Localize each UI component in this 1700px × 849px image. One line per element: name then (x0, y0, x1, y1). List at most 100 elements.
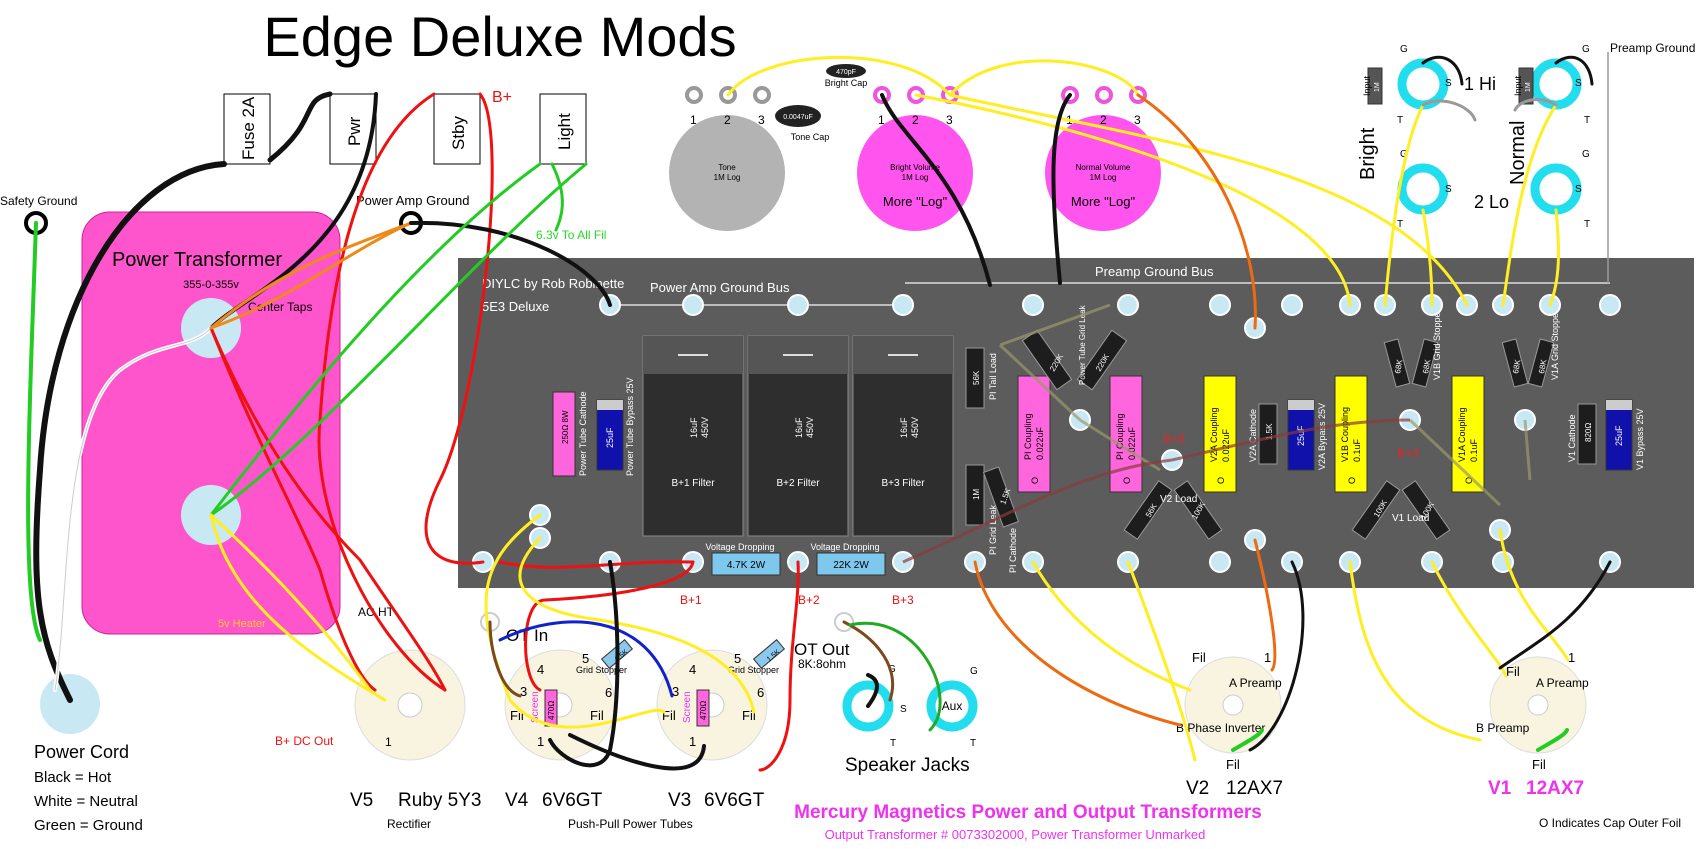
power-cord-line-2: White = Neutral (34, 793, 138, 810)
v1-bypass-label: V1 Bypass 25V (1635, 408, 1645, 470)
wire-v4-plate (548, 560, 620, 768)
standby-switch[interactable]: Stby (433, 93, 481, 165)
v4-role: Push-Pull Power Tubes (568, 817, 693, 831)
v3-type: 6V6GT (704, 790, 765, 811)
wire-jack-ground-2 (1554, 55, 1594, 86)
wire-ot-out-green (848, 621, 942, 732)
v1-cathode-label: V1 Cathode (1567, 414, 1577, 462)
wire-bright-wiper (880, 93, 992, 287)
v5-role: Rectifier (387, 817, 431, 831)
page-title: Edge Deluxe Mods (263, 5, 736, 68)
bright-lug-3: 3 (946, 113, 953, 127)
v2a-cathode-label: V2A Cathode (1248, 409, 1258, 462)
v2-a-label: A Preamp (1229, 676, 1282, 690)
normal-lug-2: 2 (1100, 113, 1107, 127)
bright-pot-value: 1M Log (902, 173, 929, 182)
wire-5v-2 (209, 513, 387, 702)
pi-coupling-1-value: 0.022uF (1035, 426, 1045, 460)
ac-ht-label: AC HT (358, 605, 395, 619)
dropping-resistor-2-title: Voltage Dropping (810, 542, 879, 552)
dropping-resistor-1-value: 4.7K 2W (727, 560, 766, 571)
speaker-jack-aux[interactable] (926, 680, 978, 732)
v2a-coupling-label: V2A Coupling (1209, 407, 1219, 462)
power-switch-label: Pwr (345, 116, 364, 146)
wire-center-tap-1 (209, 221, 413, 330)
filter-cap-2-label: B+2 Filter (776, 478, 820, 489)
filter-cap-2: 16uF 450V B+2 Filter (747, 335, 849, 537)
wire-heater-1 (209, 162, 542, 517)
wire-fuse-power (267, 91, 333, 163)
v1-cathode-resistor: 820Ω V1 Cathode (1567, 403, 1597, 465)
dropping-resistor-1-title: Voltage Dropping (705, 542, 774, 552)
jack-g-4: G (1582, 149, 1590, 160)
v1a-stopper-1-value: 68K (1511, 358, 1522, 374)
normal-volume-pot[interactable]: Normal Volume 1M Log More "Log" (1045, 115, 1161, 231)
normal-input-res: 1M (1525, 82, 1532, 92)
wire-v2-grid (1126, 560, 1197, 762)
dropping-resistor-2: Voltage Dropping 22K 2W (810, 542, 886, 576)
dropping-resistor-2-value: 22K 2W (833, 560, 869, 571)
jack-g-1: G (1400, 44, 1408, 55)
wire-v1-cathode (1498, 560, 1612, 670)
wire-ot-in-brown (488, 620, 522, 698)
pt-rating: 355-0-355v (183, 279, 239, 291)
jack-t-1: T (1397, 115, 1403, 126)
v5-socket (354, 649, 466, 761)
tone-pot-value: 1M Log (714, 173, 741, 182)
tone-pot[interactable]: Tone 1M Log (669, 115, 785, 231)
power-cord-title: Power Cord (34, 742, 129, 762)
v4-pin6: 6 (605, 685, 612, 700)
wire-neutral-outline (54, 327, 212, 691)
v2a-bypass-value: 25uF (1296, 425, 1306, 446)
v3-pin3: 3 (672, 684, 679, 699)
normal-channel-label: Normal (1507, 121, 1529, 185)
tone-pot-name: Tone (718, 163, 736, 172)
grid-leak-label: Power Tube Grid Leak (1078, 304, 1087, 385)
filter-cap-3: 16uF 450V B+3 Filter (852, 335, 954, 537)
bright-volume-pot[interactable]: Bright Volume 1M Log More "Log" (857, 115, 973, 231)
jack-t-2: T (1397, 219, 1403, 230)
speaker-jack-main[interactable] (842, 680, 894, 732)
tone-cap-value: 0.0047uF (783, 114, 813, 121)
speaker-jacks-label: Speaker Jacks (845, 755, 970, 776)
pi-grid-label: PI Grid Leak (988, 504, 998, 555)
normal-pot-name: Normal Volume (1076, 163, 1131, 172)
jack-g-2: G (1400, 149, 1408, 160)
jack-s-2: S (1445, 184, 1452, 195)
power-tube-grid-leak-2: 220K Power Tube Grid Leak (1076, 304, 1128, 391)
v3-pin4: 4 (689, 662, 696, 677)
v1a-stopper-2-value: 68K (1537, 358, 1548, 374)
v4-pin3: 3 (520, 684, 527, 699)
cathode-res-label: Power Tube Cathode (578, 391, 588, 476)
dropping-resistor-1: Voltage Dropping 4.7K 2W (705, 542, 781, 576)
bright-channel-label: Bright (1357, 127, 1379, 180)
v2a-bypass-label: V2A Bypass 25V (1317, 403, 1327, 470)
fuse-holder[interactable]: Fuse 2A (223, 93, 271, 165)
normal-pot-note: More "Log" (1071, 194, 1136, 209)
v3-id: V3 (668, 790, 691, 811)
power-amp-ground-bus-label: Power Amp Ground Bus (650, 280, 790, 295)
v3-socket (656, 649, 768, 761)
wire-ground (26, 221, 42, 642)
pilot-light: Light (539, 93, 587, 165)
wire-b-plus (424, 92, 494, 565)
filter-cap-1-value: 16uF (689, 417, 699, 438)
v2-socket (1184, 656, 1282, 754)
b-node-1: B+1 (680, 593, 702, 607)
power-tube-cathode-resistor: 250Ω 8W Power Tube Cathode (552, 391, 588, 477)
v1b-coupling-cap: V1B Coupling 0.1uF O (1334, 375, 1368, 493)
b-plus-mark-2: B+3 (1397, 446, 1419, 460)
safety-ground-label: Safety Ground (0, 194, 77, 208)
filter-cap-1: 16uF 450V B+1 Filter (642, 335, 744, 537)
wire-v2-plate (1248, 560, 1305, 752)
bright-cap (826, 64, 866, 78)
wire-bright-input (914, 93, 1352, 307)
wire-ot-out-brown (842, 620, 895, 702)
spk-g-1: G (888, 664, 896, 675)
wire-v1-fil (1536, 728, 1569, 752)
jack-t-3: T (1584, 115, 1590, 126)
tone-cap (775, 105, 821, 127)
power-transformer-label: Power Transformer (112, 249, 282, 271)
pi-grid-value: 1M (972, 489, 981, 500)
